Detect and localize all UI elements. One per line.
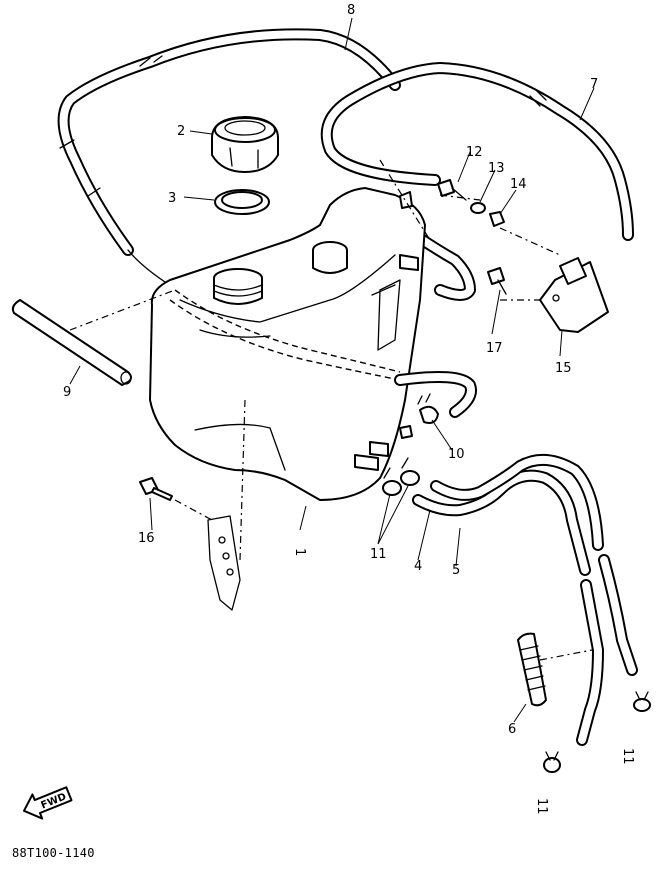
clamp-11-right [633, 691, 651, 712]
callout-3: 3 [168, 191, 176, 206]
callout-16: 16 [138, 531, 155, 546]
oil-tank [149, 187, 477, 501]
callout-12: 12 [466, 145, 483, 160]
callout-9: 9 [63, 385, 71, 400]
callout-6: 6 [508, 722, 516, 737]
callout-4: 4 [414, 559, 422, 574]
callout-labels: 1 2 3 4 5 6 7 8 9 10 11 11 11 12 13 14 1… [63, 3, 635, 815]
bracket-15 [539, 257, 609, 333]
callout-7: 7 [590, 77, 598, 92]
callout-15: 15 [555, 361, 572, 376]
callout-1: 1 [292, 548, 307, 556]
hose-9 [11, 299, 132, 386]
mount-plate [207, 515, 241, 611]
callout-10: 10 [448, 447, 465, 462]
clamps-11-tank [382, 457, 420, 496]
alignment-lines [69, 159, 593, 661]
callout-11-bottom: 11 [534, 798, 549, 815]
nut-14 [489, 211, 505, 227]
hose-4 [412, 469, 591, 576]
hose-5 [430, 454, 604, 551]
callout-17: 17 [486, 341, 503, 356]
clamp-11-bottom [543, 751, 561, 773]
cap-seal [214, 189, 270, 215]
bolt-16 [139, 477, 173, 501]
callout-2: 2 [177, 124, 185, 139]
callout-8: 8 [347, 3, 355, 18]
callout-11-tank: 11 [370, 547, 387, 562]
callout-5: 5 [452, 563, 460, 578]
callout-14: 14 [510, 177, 527, 192]
leader-lines [69, 17, 595, 723]
callout-13: 13 [488, 161, 505, 176]
callout-11-right: 11 [620, 748, 635, 765]
washer-13 [470, 202, 486, 214]
hose-6 [517, 632, 547, 707]
clamp-10 [417, 393, 439, 424]
bolt-17 [487, 267, 507, 295]
hose-lower-long [576, 554, 638, 746]
tank-cap [211, 116, 279, 173]
fwd-arrow-badge: FWD [22, 786, 73, 820]
drawing-code: 88T100-1140 [12, 846, 95, 860]
